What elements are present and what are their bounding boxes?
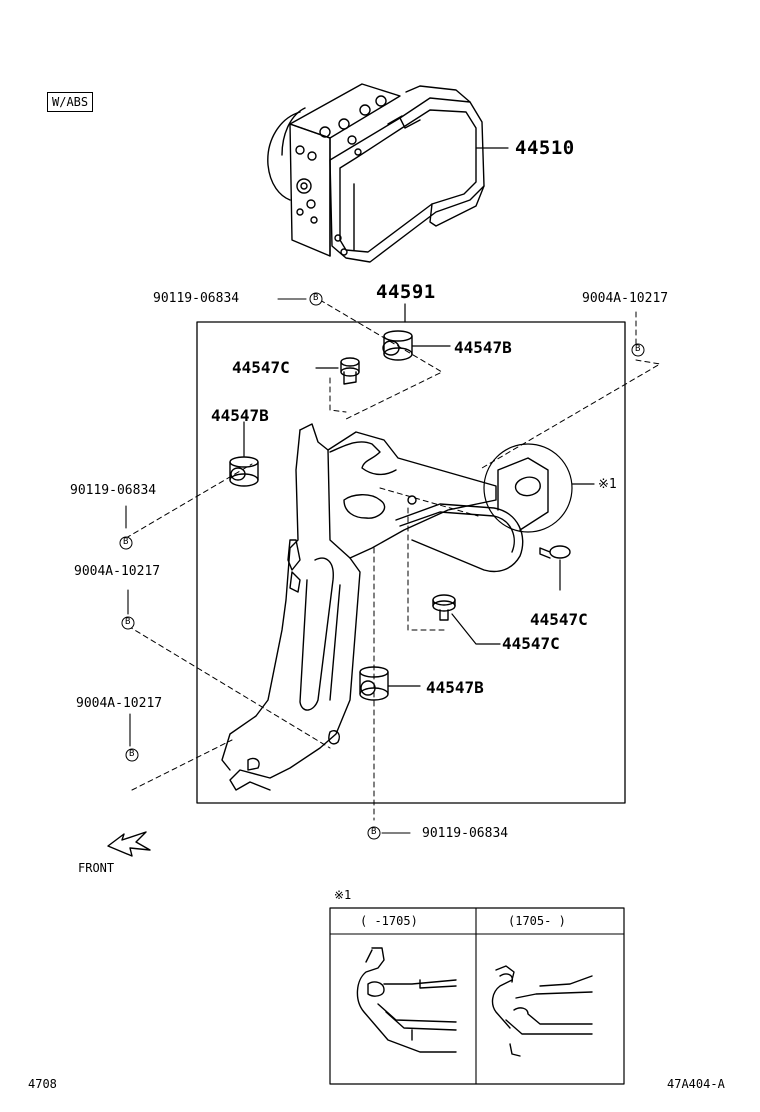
front-label: FRONT [78, 861, 115, 875]
variant-tag: W/ABS [47, 92, 94, 112]
b-letter-bolt-bottom: B [371, 827, 377, 837]
label-44547b-bottom: 44547B [426, 678, 484, 697]
bracket-frame [196, 321, 626, 804]
b-symbol-bolt-bottom [367, 826, 381, 840]
footer-illustration-code: 47A404-A [667, 1077, 725, 1091]
abs-actuator-illustration [267, 83, 509, 263]
b-symbol-nut-right [631, 343, 645, 357]
label-nut-left-lower: 9004A-10217 [76, 696, 163, 711]
cushion-44547b-top-illustration [382, 330, 451, 361]
front-arrow-icon [107, 831, 151, 857]
collar-44547c-right-illustration [539, 545, 571, 591]
label-nut-left-upper: 9004A-10217 [74, 564, 161, 579]
b-letter-nut-right: B [635, 344, 641, 354]
label-44510: 44510 [515, 137, 575, 159]
detail-col2-header: (1705- ) [508, 914, 566, 928]
b-symbol-bolt-top [309, 292, 323, 306]
detail-reference-circle [483, 443, 573, 533]
b-symbol-bolt-left [119, 536, 133, 550]
b-letter-nut-left-lower: B [129, 749, 135, 759]
mounting-lines [125, 299, 661, 821]
b-symbol-nut-left-upper [121, 616, 135, 630]
b-symbols [119, 292, 645, 840]
detail-table [329, 907, 625, 1085]
label-44547c-top: 44547C [232, 358, 290, 377]
collar-44547c-center-illustration [432, 594, 501, 645]
label-44591: 44591 [376, 281, 436, 303]
label-44547b-left: 44547B [211, 406, 269, 425]
footer-page-code: 4708 [28, 1077, 57, 1091]
bracket-illustration [221, 423, 549, 791]
label-44547c-right: 44547C [530, 610, 588, 629]
detail-reference-mark: ※1 [598, 477, 617, 492]
label-44547b-top: 44547B [454, 338, 512, 357]
collar-44547c-top-illustration [315, 357, 360, 385]
b-letter-nut-left-upper: B [125, 617, 131, 627]
label-44547c-center: 44547C [502, 634, 560, 653]
label-bolt-top: 90119-06834 [153, 291, 240, 306]
cushion-44547b-left-illustration [229, 421, 259, 487]
b-letter-bolt-top: B [313, 293, 319, 303]
b-letter-bolt-left: B [123, 537, 129, 547]
b-symbol-nut-left-lower [125, 748, 139, 762]
label-bolt-bottom: 90119-06834 [422, 826, 509, 841]
cushion-44547b-bottom-illustration [359, 666, 421, 701]
detail-title: ※1 [334, 888, 352, 902]
detail-col1-header: ( -1705) [360, 914, 418, 928]
label-bolt-left: 90119-06834 [70, 483, 157, 498]
label-nut-right: 9004A-10217 [582, 291, 669, 306]
